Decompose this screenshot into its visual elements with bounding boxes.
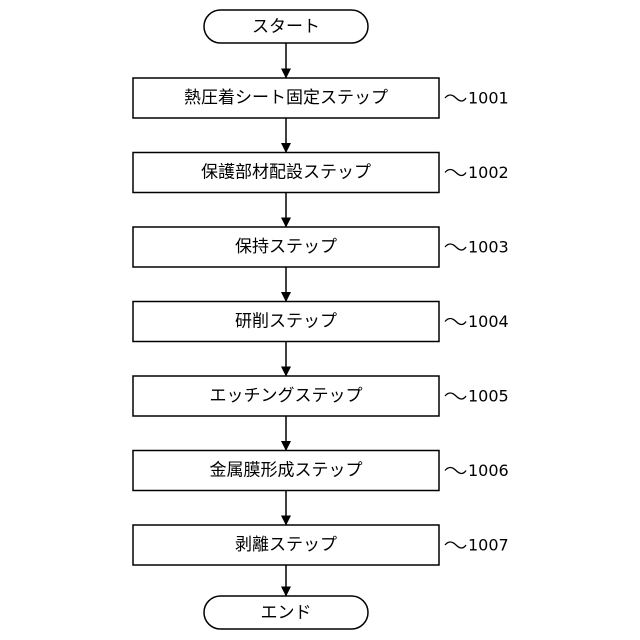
- reference-number: 1003: [468, 238, 509, 257]
- reference-number: 1001: [468, 89, 509, 108]
- process-step-label: 保護部材配設ステップ: [201, 163, 371, 183]
- process-step-label: エッチングステップ: [210, 386, 363, 406]
- process-step-label: 保持ステップ: [235, 237, 337, 257]
- reference-leader-line: [445, 468, 466, 474]
- reference-leader-line: [445, 170, 466, 176]
- start-terminal-label: スタート: [252, 17, 320, 37]
- process-step-label: 研削ステップ: [235, 312, 337, 332]
- reference-number: 1006: [468, 461, 509, 480]
- process-step-4: 研削ステップ 1004: [133, 302, 509, 342]
- end-terminal-label: エンド: [261, 603, 312, 623]
- process-steps: 熱圧着シート固定ステップ 1001 保護部材配設ステップ 1002 保持ステップ 1003…: [133, 78, 509, 565]
- reference-leader-line: [445, 542, 466, 548]
- reference-leader-line: [445, 393, 466, 399]
- reference-leader-line: [445, 95, 466, 101]
- reference-number: 1007: [468, 536, 509, 555]
- process-step-label: 熱圧着シート固定ステップ: [184, 88, 388, 108]
- reference-leader-line: [445, 244, 466, 250]
- start-terminal: スタート: [204, 10, 368, 43]
- process-step-2: 保護部材配設ステップ 1002: [133, 153, 509, 193]
- process-step-7: 剥離ステップ 1007: [133, 525, 509, 565]
- process-step-label: 剥離ステップ: [235, 535, 337, 555]
- process-step-6: 金属膜形成ステップ 1006: [133, 451, 509, 491]
- process-step-label: 金属膜形成ステップ: [210, 461, 363, 481]
- end-terminal: エンド: [204, 596, 368, 629]
- reference-number: 1004: [468, 312, 509, 331]
- process-step-5: エッチングステップ 1005: [133, 376, 509, 416]
- process-step-1: 熱圧着シート固定ステップ 1001: [133, 78, 509, 118]
- reference-leader-line: [445, 319, 466, 325]
- reference-number: 1002: [468, 163, 509, 182]
- reference-number: 1005: [468, 387, 509, 406]
- process-step-3: 保持ステップ 1003: [133, 227, 509, 267]
